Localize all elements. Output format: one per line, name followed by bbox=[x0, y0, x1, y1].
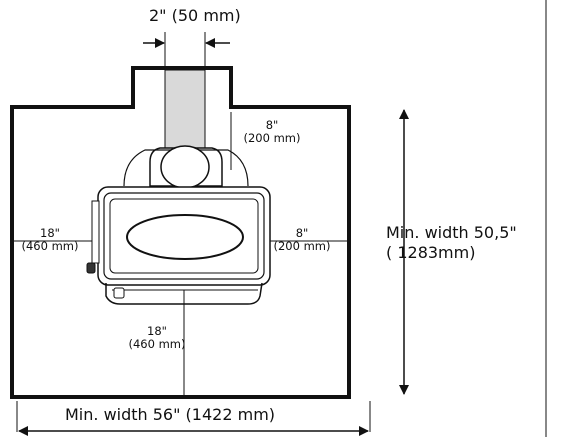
rear-clearance-label: 8" (200 mm) bbox=[236, 119, 308, 145]
rear-clearance-inches: 8" bbox=[265, 118, 279, 132]
left-clearance-mm: (460 mm) bbox=[21, 239, 79, 253]
stove-foot bbox=[113, 287, 125, 299]
rear-clearance-mm: (200 mm) bbox=[243, 131, 301, 145]
left-clearance-inches: 18" bbox=[40, 226, 60, 240]
right-clearance-mm: (200 mm) bbox=[273, 239, 331, 253]
front-clearance-inches: 18" bbox=[147, 324, 167, 338]
stove bbox=[86, 145, 271, 305]
flue-collar bbox=[160, 145, 210, 189]
stove-left-side bbox=[91, 200, 100, 264]
stove-frame bbox=[103, 192, 265, 280]
right-clearance-label: 8" (200 mm) bbox=[266, 227, 338, 253]
hearth-outline bbox=[10, 66, 351, 399]
top-gap-label: 2" (50 mm) bbox=[149, 6, 241, 25]
left-clearance-label: 18" (460 mm) bbox=[14, 227, 86, 253]
right-clearance-inches: 8" bbox=[295, 226, 309, 240]
stove-window bbox=[126, 214, 244, 260]
stove-door bbox=[109, 198, 259, 274]
stove-base bbox=[105, 282, 263, 305]
side-width-inches: Min. width 50,5" bbox=[386, 223, 517, 242]
front-clearance-label: 18" (460 mm) bbox=[121, 325, 193, 351]
chimney-flue bbox=[164, 69, 206, 153]
side-width-label: Min. width 50,5" ( 1283mm) bbox=[386, 223, 517, 263]
stove-knob bbox=[86, 262, 96, 274]
bottom-width-label: Min. width 56" (1422 mm) bbox=[62, 407, 279, 423]
front-clearance-mm: (460 mm) bbox=[128, 337, 186, 351]
side-width-mm: ( 1283mm) bbox=[386, 243, 476, 262]
